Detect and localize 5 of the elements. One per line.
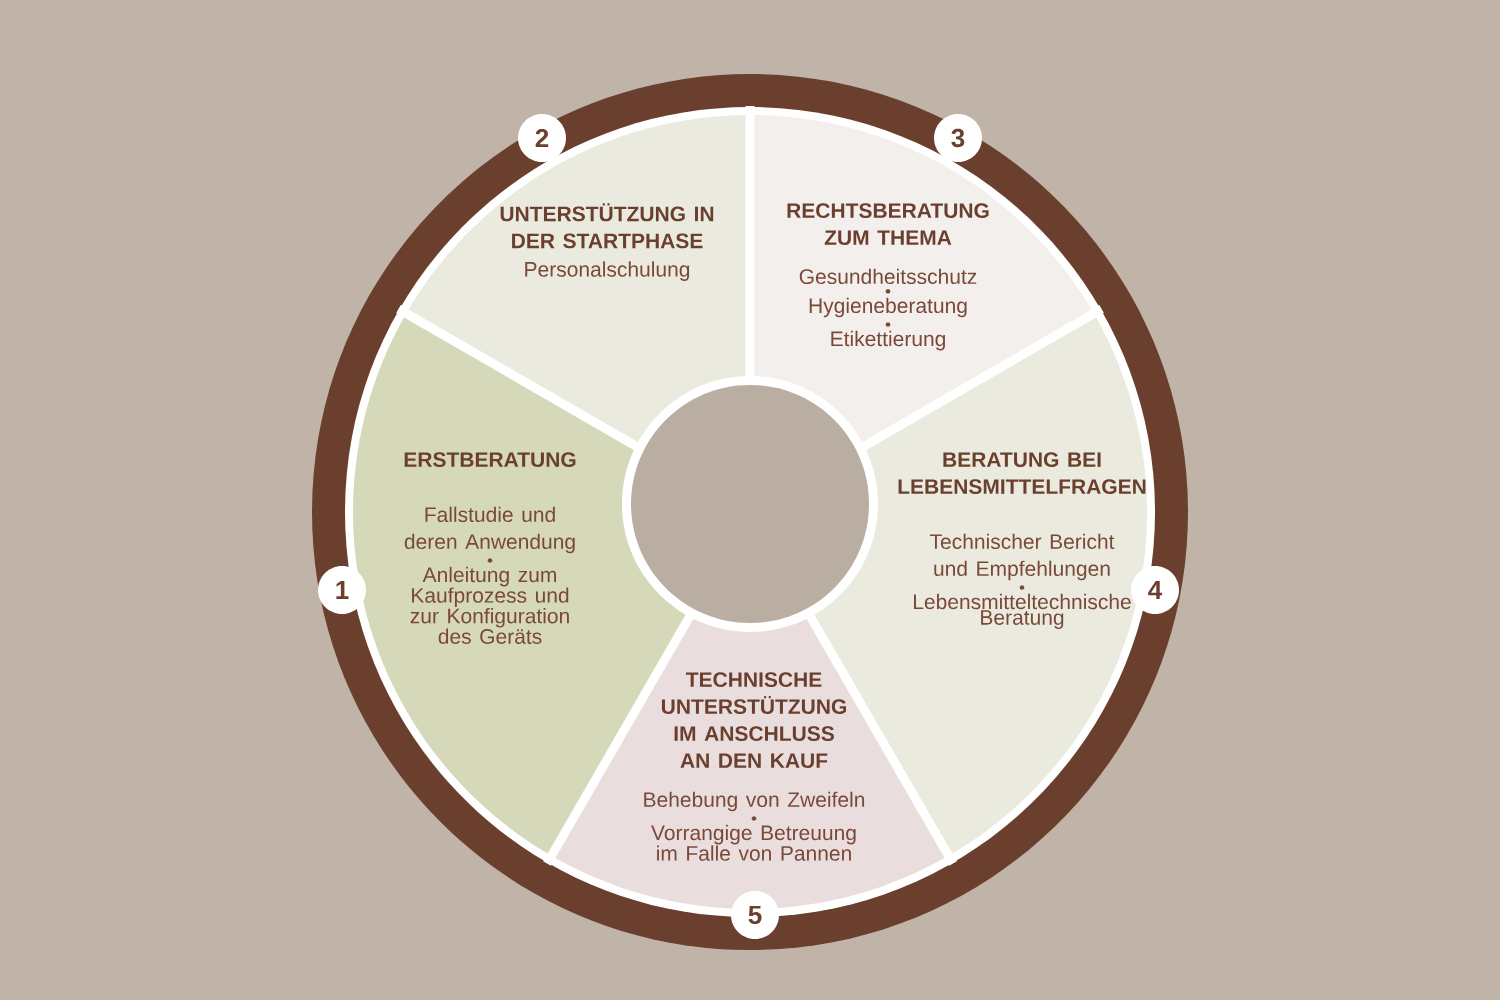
number-badge: 3 [934, 114, 982, 162]
number-badge: 1 [318, 566, 366, 614]
number-badge: 5 [731, 891, 779, 939]
number-badge: 4 [1131, 566, 1179, 614]
number-badge: 2 [518, 114, 566, 162]
